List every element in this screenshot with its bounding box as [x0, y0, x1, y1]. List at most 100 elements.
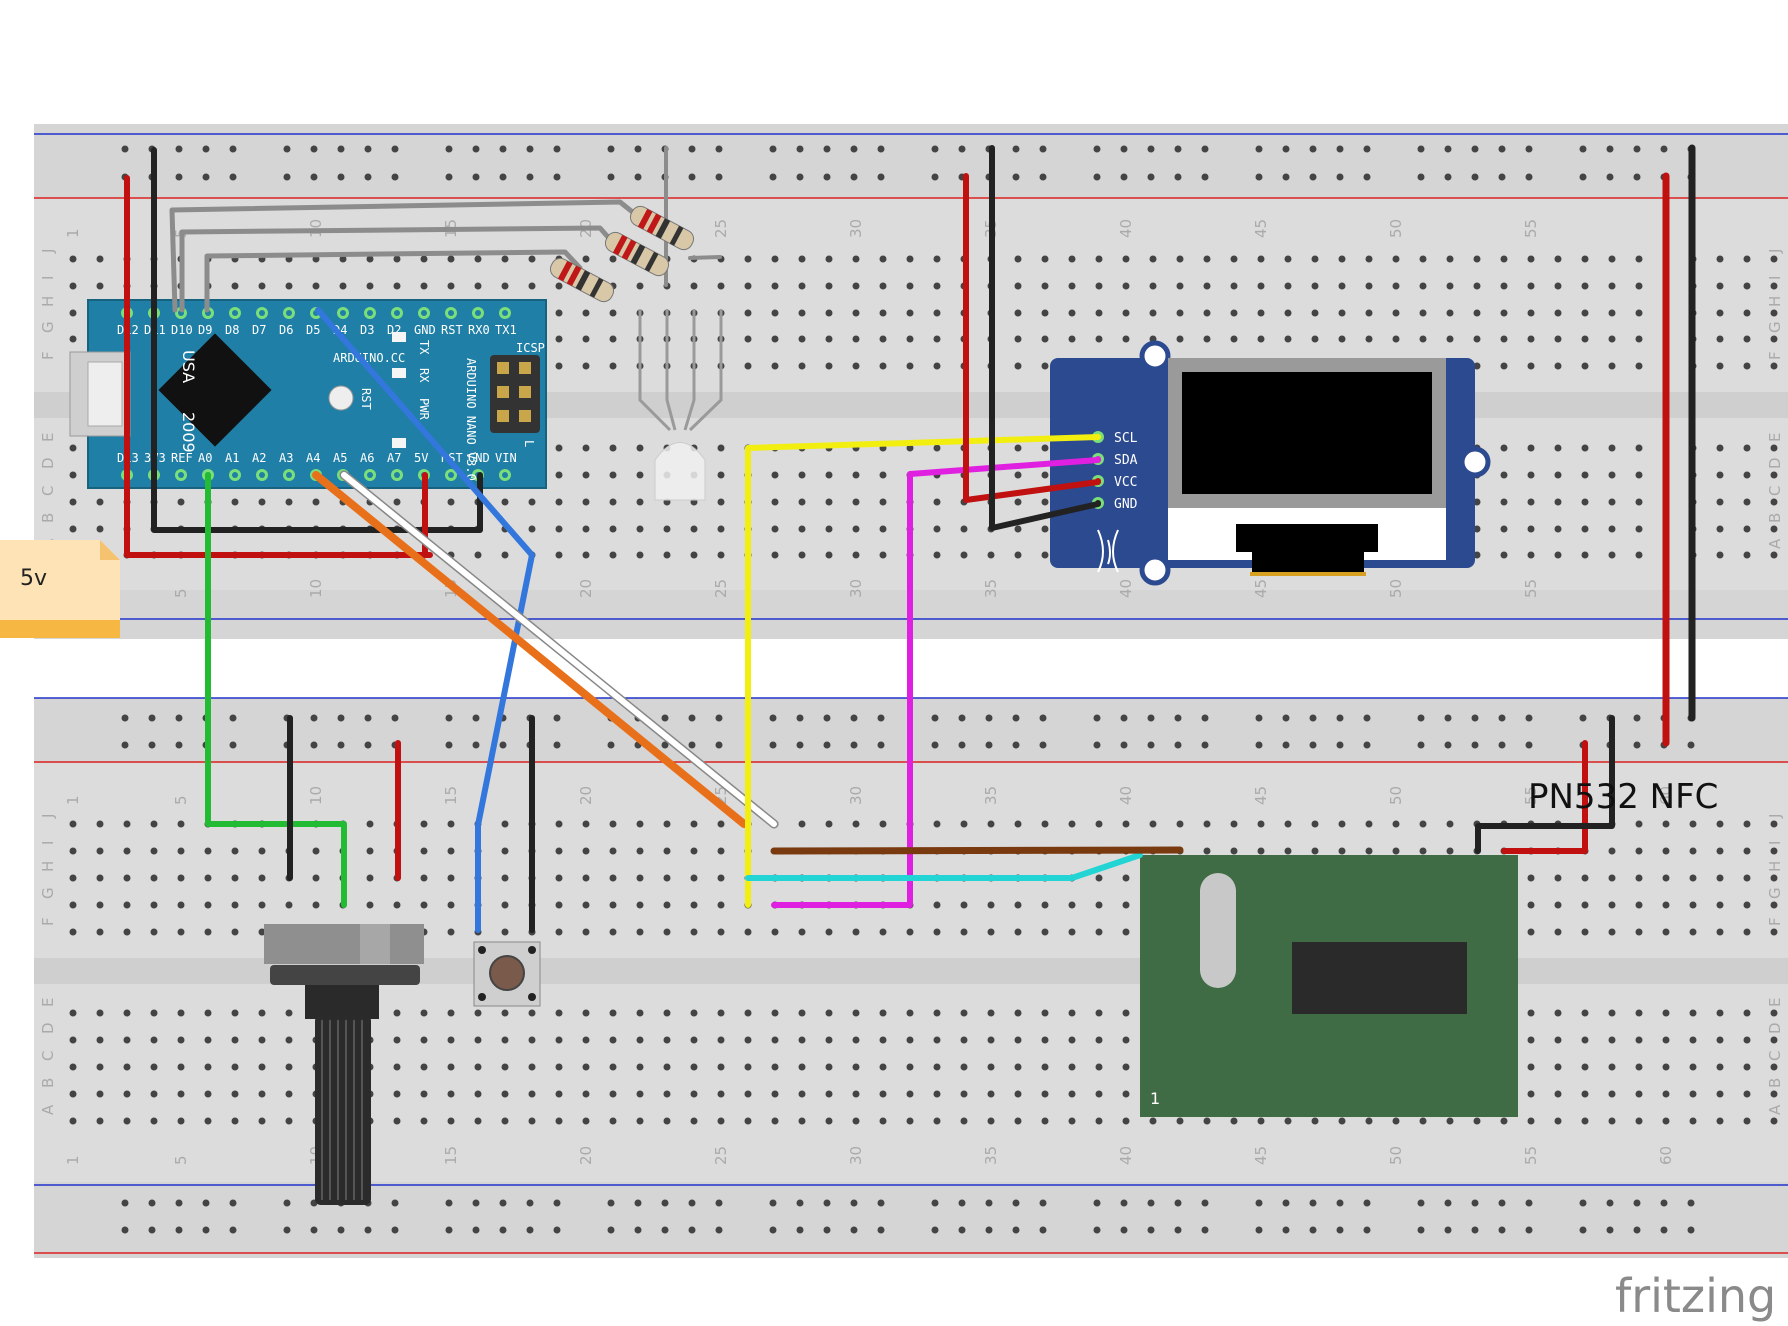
breadboard-hole[interactable] — [1014, 1063, 1022, 1071]
breadboard-hole[interactable] — [1257, 309, 1265, 317]
breadboard-hole[interactable] — [1068, 1063, 1076, 1071]
breadboard-hole[interactable] — [175, 741, 183, 749]
breadboard-hole[interactable] — [231, 1036, 239, 1044]
breadboard-hole[interactable] — [1203, 847, 1211, 855]
breadboard-hole[interactable] — [771, 1009, 779, 1017]
breadboard-hole[interactable] — [879, 525, 887, 533]
breadboard-hole[interactable] — [798, 498, 806, 506]
breadboard-hole[interactable] — [931, 714, 939, 722]
breadboard-hole[interactable] — [393, 1036, 401, 1044]
breadboard-hole[interactable] — [1608, 1063, 1616, 1071]
breadboard-hole[interactable] — [987, 551, 995, 559]
breadboard-hole[interactable] — [204, 1036, 212, 1044]
breadboard-hole[interactable] — [1770, 525, 1778, 533]
breadboard-hole[interactable] — [1527, 255, 1535, 263]
breadboard-hole[interactable] — [69, 1063, 77, 1071]
breadboard-hole[interactable] — [609, 820, 617, 828]
breadboard-hole[interactable] — [1392, 255, 1400, 263]
breadboard-hole[interactable] — [393, 1090, 401, 1098]
breadboard-hole[interactable] — [1716, 282, 1724, 290]
breadboard-hole[interactable] — [1554, 1009, 1562, 1017]
breadboard-hole[interactable] — [229, 1226, 237, 1234]
breadboard-hole[interactable] — [202, 1199, 210, 1207]
breadboard-hole[interactable] — [744, 1036, 752, 1044]
breadboard-hole[interactable] — [231, 498, 239, 506]
nano-reset-button[interactable] — [328, 385, 354, 411]
breadboard-hole[interactable] — [1041, 1009, 1049, 1017]
breadboard-hole[interactable] — [1635, 928, 1643, 936]
breadboard-hole[interactable] — [1743, 1009, 1751, 1017]
breadboard-hole[interactable] — [393, 901, 401, 909]
breadboard-hole[interactable] — [1365, 820, 1373, 828]
breadboard-hole[interactable] — [69, 901, 77, 909]
breadboard-hole[interactable] — [609, 1117, 617, 1125]
breadboard-hole[interactable] — [204, 1090, 212, 1098]
breadboard-hole[interactable] — [1419, 309, 1427, 317]
breadboard-hole[interactable] — [609, 335, 617, 343]
breadboard-hole[interactable] — [283, 173, 291, 181]
breadboard-hole[interactable] — [337, 741, 345, 749]
breadboard-hole[interactable] — [1282, 741, 1290, 749]
breadboard-hole[interactable] — [1716, 928, 1724, 936]
breadboard-hole[interactable] — [420, 901, 428, 909]
breadboard-hole[interactable] — [1309, 741, 1317, 749]
breadboard-hole[interactable] — [823, 741, 831, 749]
breadboard-hole[interactable] — [825, 1090, 833, 1098]
breadboard-hole[interactable] — [798, 362, 806, 370]
breadboard-hole[interactable] — [364, 173, 372, 181]
breadboard-hole[interactable] — [744, 1090, 752, 1098]
breadboard-hole[interactable] — [1419, 847, 1427, 855]
breadboard-hole[interactable] — [1446, 1117, 1454, 1125]
breadboard-hole[interactable] — [1014, 444, 1022, 452]
breadboard-hole[interactable] — [258, 1063, 266, 1071]
breadboard-hole[interactable] — [850, 1199, 858, 1207]
breadboard-hole[interactable] — [582, 901, 590, 909]
breadboard-hole[interactable] — [391, 714, 399, 722]
breadboard-hole[interactable] — [204, 928, 212, 936]
breadboard-hole[interactable] — [1257, 255, 1265, 263]
breadboard-hole[interactable] — [1147, 145, 1155, 153]
breadboard-hole[interactable] — [447, 928, 455, 936]
breadboard-hole[interactable] — [177, 820, 185, 828]
breadboard-hole[interactable] — [850, 173, 858, 181]
breadboard-hole[interactable] — [1120, 173, 1128, 181]
breadboard-hole[interactable] — [1338, 820, 1346, 828]
breadboard-hole[interactable] — [1473, 362, 1481, 370]
breadboard-hole[interactable] — [499, 145, 507, 153]
breadboard-hole[interactable] — [1581, 255, 1589, 263]
breadboard-hole[interactable] — [1417, 1199, 1425, 1207]
breadboard-hole[interactable] — [69, 282, 77, 290]
breadboard-hole[interactable] — [1149, 309, 1157, 317]
breadboard-hole[interactable] — [258, 1036, 266, 1044]
breadboard-hole[interactable] — [1554, 255, 1562, 263]
breadboard-hole[interactable] — [688, 714, 696, 722]
breadboard-hole[interactable] — [177, 1009, 185, 1017]
breadboard-hole[interactable] — [906, 1036, 914, 1044]
breadboard-hole[interactable] — [1635, 498, 1643, 506]
breadboard-hole[interactable] — [231, 874, 239, 882]
breadboard-hole[interactable] — [1282, 1199, 1290, 1207]
breadboard-hole[interactable] — [310, 1226, 318, 1234]
breadboard-hole[interactable] — [1525, 714, 1533, 722]
breadboard-hole[interactable] — [1635, 820, 1643, 828]
breadboard-hole[interactable] — [474, 1063, 482, 1071]
breadboard-hole[interactable] — [1581, 282, 1589, 290]
breadboard-hole[interactable] — [987, 1090, 995, 1098]
breadboard-hole[interactable] — [1579, 173, 1587, 181]
breadboard-hole[interactable] — [96, 928, 104, 936]
breadboard-hole[interactable] — [1068, 282, 1076, 290]
breadboard-hole[interactable] — [1500, 444, 1508, 452]
breadboard-hole[interactable] — [933, 1117, 941, 1125]
breadboard-hole[interactable] — [1365, 335, 1373, 343]
breadboard-hole[interactable] — [987, 820, 995, 828]
breadboard-hole[interactable] — [796, 741, 804, 749]
breadboard-hole[interactable] — [1743, 335, 1751, 343]
breadboard-hole[interactable] — [1606, 1226, 1614, 1234]
breadboard-hole[interactable] — [1554, 1090, 1562, 1098]
breadboard-hole[interactable] — [1716, 498, 1724, 506]
breadboard-hole[interactable] — [1662, 1063, 1670, 1071]
breadboard-hole[interactable] — [528, 255, 536, 263]
breadboard-hole[interactable] — [771, 1036, 779, 1044]
breadboard-hole[interactable] — [1554, 362, 1562, 370]
breadboard-hole[interactable] — [555, 874, 563, 882]
